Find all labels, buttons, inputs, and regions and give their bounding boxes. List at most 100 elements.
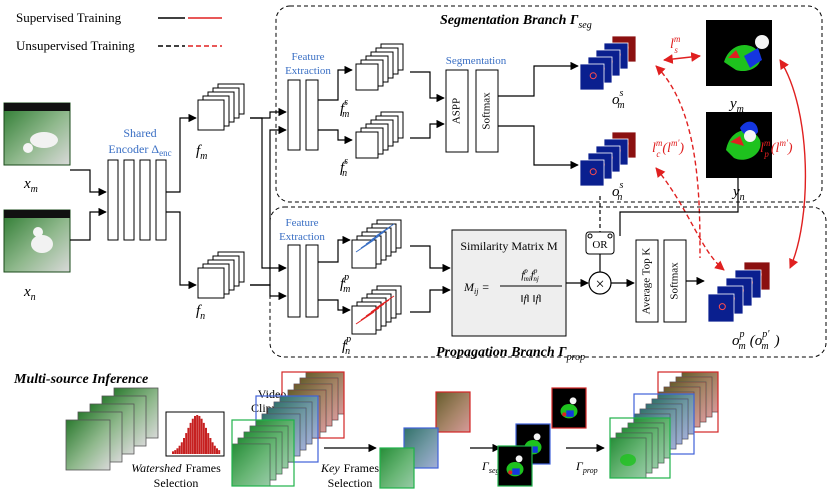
seg-feature-extraction-2: Extraction <box>285 65 331 77</box>
histogram-bar <box>176 448 179 454</box>
prop-feature-extraction-2: Extraction <box>279 231 325 243</box>
frame-tint <box>380 448 414 488</box>
ground-truth-ym <box>706 20 772 86</box>
highlight-row <box>370 299 390 313</box>
mask-arm <box>512 468 520 475</box>
key-frame-green-outline <box>379 447 415 489</box>
histogram-bar <box>211 442 214 454</box>
encoder-label-line2: Encoder Δenc <box>108 142 171 158</box>
key-frames-group <box>379 391 471 489</box>
loss-p-arrow <box>779 59 807 269</box>
frame-tint <box>436 392 470 432</box>
histogram-bar <box>216 448 218 454</box>
histogram-bar <box>213 445 216 454</box>
feature-map <box>351 305 377 335</box>
histogram-bar <box>185 433 188 454</box>
yn-to-or-line <box>619 178 739 236</box>
feature-map <box>355 131 379 159</box>
mask-blob <box>589 168 597 176</box>
highlight-row <box>370 227 390 241</box>
seg-softmax-block <box>475 69 499 153</box>
output-stack-ons <box>579 131 637 187</box>
loss-c-curve-2 <box>655 167 725 271</box>
feature-stack-fmp <box>351 219 402 269</box>
highlight-row <box>375 223 395 237</box>
histogram-bar <box>200 418 203 454</box>
mask-blob <box>589 72 597 80</box>
similarity-denominator: ‖f‖ ‖f‖ <box>520 293 541 305</box>
prop-softmax-label: Softmax <box>669 262 681 300</box>
histogram-bar <box>198 415 201 454</box>
segmentation-branch-panel <box>275 5 823 203</box>
output-stack-oms <box>579 35 637 91</box>
segmentation-label: Segmentation <box>446 55 507 67</box>
final-mask-overlay <box>620 454 636 466</box>
seg-fe-block-1 <box>287 79 301 151</box>
histogram-bar <box>187 427 190 454</box>
multiply-symbol: × <box>595 276 604 293</box>
label-ym: ym <box>728 96 744 115</box>
histogram-bar <box>180 442 183 454</box>
highlight-row <box>360 307 380 321</box>
similarity-title: Similarity Matrix M <box>460 239 558 253</box>
aspp-label: ASPP <box>451 98 463 124</box>
or-label: OR <box>592 239 608 251</box>
input-frame-xm <box>3 102 71 166</box>
histogram-bar <box>189 422 192 454</box>
mask-head <box>569 397 577 405</box>
histogram-bar <box>196 415 199 454</box>
similarity-lhs: Mij= <box>463 280 490 296</box>
histogram-icon <box>165 411 225 457</box>
legend-unsupervised-label: Unsupervised Training <box>16 38 135 53</box>
seg-feature-extraction-1: Feature <box>292 51 325 63</box>
feature-stack-fm <box>197 83 245 131</box>
watershed-label-2: Selection <box>154 476 199 490</box>
label-xn: xn <box>23 284 36 303</box>
gamma-seg-label: Γseg <box>481 459 500 475</box>
label-fm: fm <box>196 143 207 162</box>
label-yn: yn <box>731 184 745 203</box>
mask-hand <box>508 470 513 475</box>
feature-map <box>351 239 377 269</box>
feature-stack-fns <box>355 111 404 159</box>
mask-arm <box>530 446 538 453</box>
ground-truth-yn <box>706 112 772 178</box>
probability-map <box>579 63 605 91</box>
feature-map <box>197 267 225 299</box>
histogram-bar <box>183 438 185 454</box>
video-clipping-label-1: Video <box>258 387 287 401</box>
propagation-branch-title: Propagation Branch Γprop <box>436 345 585 363</box>
histogram-bar <box>174 450 177 454</box>
histogram-bar <box>205 427 207 454</box>
output-stack-omp <box>707 261 771 323</box>
prop-fe-block-1 <box>287 244 301 318</box>
feature-map <box>197 99 225 131</box>
histogram-bar <box>202 422 205 454</box>
frame-tint <box>232 444 270 486</box>
seg-fe-block-2 <box>305 79 319 151</box>
histogram-bar <box>172 451 174 454</box>
highlight-row <box>375 295 395 309</box>
legend: Supervised Training Unsupervised Trainin… <box>16 10 222 53</box>
highlight-row <box>365 303 385 317</box>
green-clip-outline <box>231 419 295 487</box>
seg-softmax-label: Softmax <box>481 92 493 130</box>
histogram-bar <box>207 433 210 454</box>
feature-map <box>355 63 379 91</box>
feature-stack-fn <box>197 251 245 299</box>
final-green-outline <box>609 417 671 479</box>
highlight-row <box>360 235 380 249</box>
feature-stack-fms <box>355 43 404 91</box>
histogram-bar <box>194 415 196 454</box>
